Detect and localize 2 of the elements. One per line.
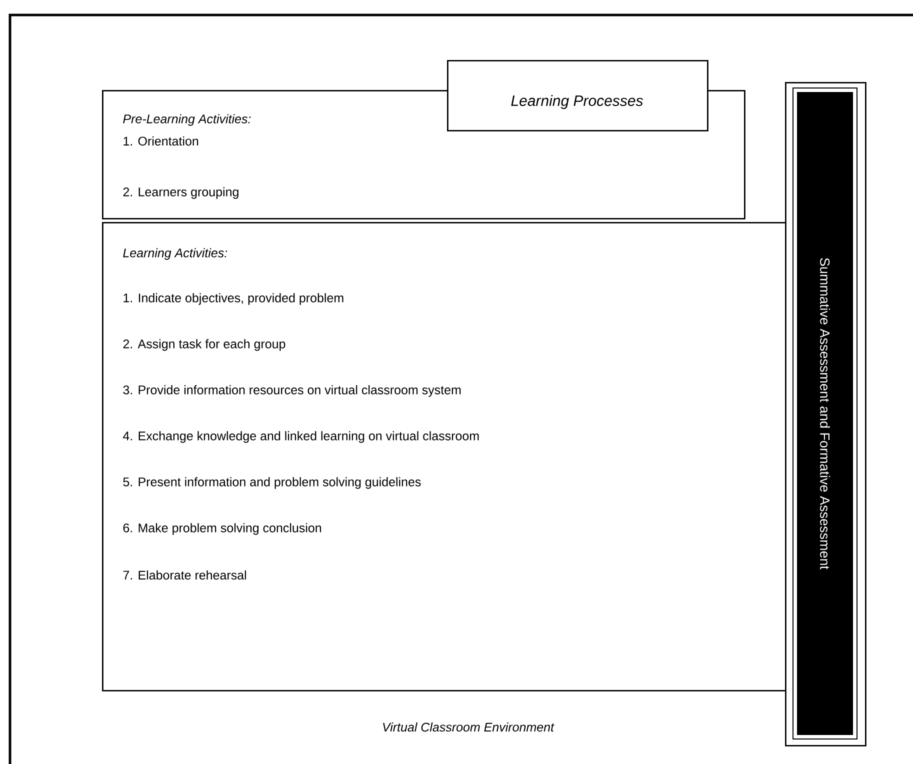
assessment-box: Summative Assessment and Formative Assessment	[785, 82, 866, 746]
title-box: Learning Processes	[447, 60, 708, 132]
